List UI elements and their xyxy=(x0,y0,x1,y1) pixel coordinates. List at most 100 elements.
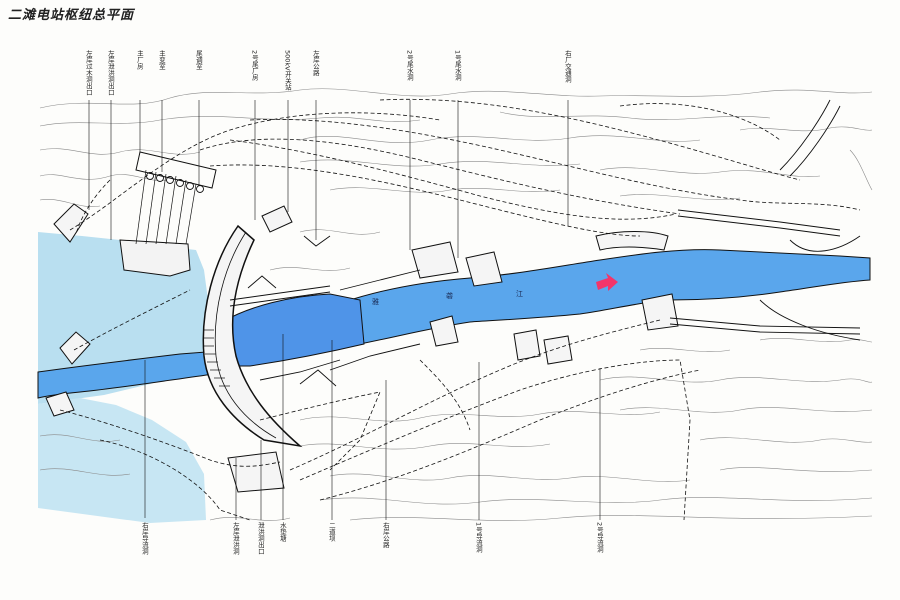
label-left-spillway-outlet: 左岸泄洪洞出口 xyxy=(106,50,115,96)
bottom-label-leaders xyxy=(144,334,601,520)
contour-line xyxy=(39,198,101,208)
contour-line xyxy=(39,434,121,442)
shaft-line xyxy=(145,171,157,245)
contour-line xyxy=(499,111,771,120)
road-line xyxy=(789,105,841,177)
contour-line xyxy=(619,407,873,413)
tunnel-line xyxy=(229,139,677,220)
tunnel-line xyxy=(319,369,701,501)
contour-line xyxy=(329,187,561,193)
label-plunge-pool: 水垫塘 xyxy=(278,522,287,542)
shaft-line xyxy=(165,175,177,245)
contour-line xyxy=(209,517,291,521)
label-right-access-tunnel: 右厂交通洞 xyxy=(563,50,572,83)
intake-shafts xyxy=(135,169,197,245)
main-river xyxy=(343,249,871,345)
road-line xyxy=(229,291,331,307)
road-line xyxy=(759,299,861,341)
portal-structure xyxy=(261,205,293,233)
portal-structure xyxy=(465,251,503,287)
road-line xyxy=(779,99,831,171)
portal-structure xyxy=(429,315,459,347)
portal-structure xyxy=(641,293,679,331)
dam-spillway-blocks xyxy=(204,329,230,387)
contour-line xyxy=(619,194,741,200)
label-main-powerhouse: 主厂房 xyxy=(135,50,144,70)
tunnel-line xyxy=(209,164,641,237)
roads xyxy=(229,99,861,387)
tunnel-line xyxy=(419,359,471,431)
label-left-spillway-tunnel: 左岸泄洪洞 xyxy=(231,522,240,555)
shaft-line xyxy=(135,169,147,245)
tunnel-line xyxy=(69,112,441,231)
contour-line xyxy=(599,167,821,177)
contour-line xyxy=(269,267,351,271)
tunnel-line xyxy=(379,98,801,181)
road-line xyxy=(789,235,861,252)
label-surge-chamber: 尾调室 xyxy=(194,50,203,70)
road-line xyxy=(229,285,331,301)
tunnel-line xyxy=(75,179,111,235)
contour-line xyxy=(39,88,873,109)
contour-line xyxy=(319,497,873,505)
tunnel-line xyxy=(619,103,781,141)
tunnel-line xyxy=(299,359,691,521)
contour-line xyxy=(349,515,873,521)
tunnels xyxy=(59,98,861,521)
top-label-leaders xyxy=(88,100,569,258)
tunnel-line xyxy=(73,289,191,351)
portal-structure xyxy=(411,241,459,279)
road-line xyxy=(303,235,331,247)
left-intake-structure xyxy=(119,239,191,277)
road-line xyxy=(339,269,421,291)
shaft-line xyxy=(155,173,167,245)
contour-line xyxy=(699,437,873,443)
contour-line xyxy=(299,411,661,422)
powerhouse-cavern xyxy=(135,151,217,189)
contour-line xyxy=(299,135,701,143)
contour-line xyxy=(759,337,873,343)
label-diversion-tunnel-2: 2号导流洞 xyxy=(595,522,604,553)
contour-line xyxy=(299,443,551,450)
label-right-bank-road: 右岸公路 xyxy=(381,522,390,548)
contour-line xyxy=(639,347,731,353)
terrain-contours xyxy=(39,88,873,521)
tunnel-portals xyxy=(45,203,679,493)
portal-structure xyxy=(227,451,285,493)
road-line xyxy=(669,317,861,329)
label-second-dam: 二道坝 xyxy=(327,522,336,542)
label-transformer-room: 主变室 xyxy=(157,50,166,70)
road-line xyxy=(677,209,841,231)
contour-line xyxy=(39,174,171,182)
contour-line xyxy=(329,473,691,482)
tunnel-line xyxy=(249,119,861,211)
tunnel-line xyxy=(199,138,681,215)
label-tailrace-house-2: 2号尾厂房 xyxy=(250,50,259,81)
label-tailrace-tunnel-1: 1号尾水洞 xyxy=(453,50,462,81)
portal-structure xyxy=(45,391,75,417)
river-name-char: 砻 xyxy=(446,291,453,300)
arch-dam-inner xyxy=(214,231,277,439)
river-name-char: 江 xyxy=(516,290,523,298)
surge-chamber xyxy=(196,185,204,193)
tunnel-line xyxy=(59,409,281,467)
tunnel-line xyxy=(99,439,251,521)
contour-line xyxy=(599,376,873,383)
label-diversion-tunnel-1: 1号导流洞 xyxy=(474,522,483,553)
contour-line xyxy=(39,468,131,476)
road-line xyxy=(669,323,861,335)
label-tailrace-tunnel-2: 2号尾水洞 xyxy=(405,50,414,81)
label-spillway-outlet: 泄洪洞出口 xyxy=(256,522,265,555)
portal-structure xyxy=(53,203,89,243)
road-line xyxy=(259,359,341,381)
contour-line xyxy=(739,126,873,132)
tunnel-line xyxy=(289,319,661,471)
portal-structure xyxy=(595,231,669,251)
surge-chambers xyxy=(146,172,204,193)
plunge-pool xyxy=(221,293,365,367)
flow-arrow-icon xyxy=(596,273,618,291)
shaft-line xyxy=(185,183,197,245)
road-line xyxy=(299,369,337,387)
